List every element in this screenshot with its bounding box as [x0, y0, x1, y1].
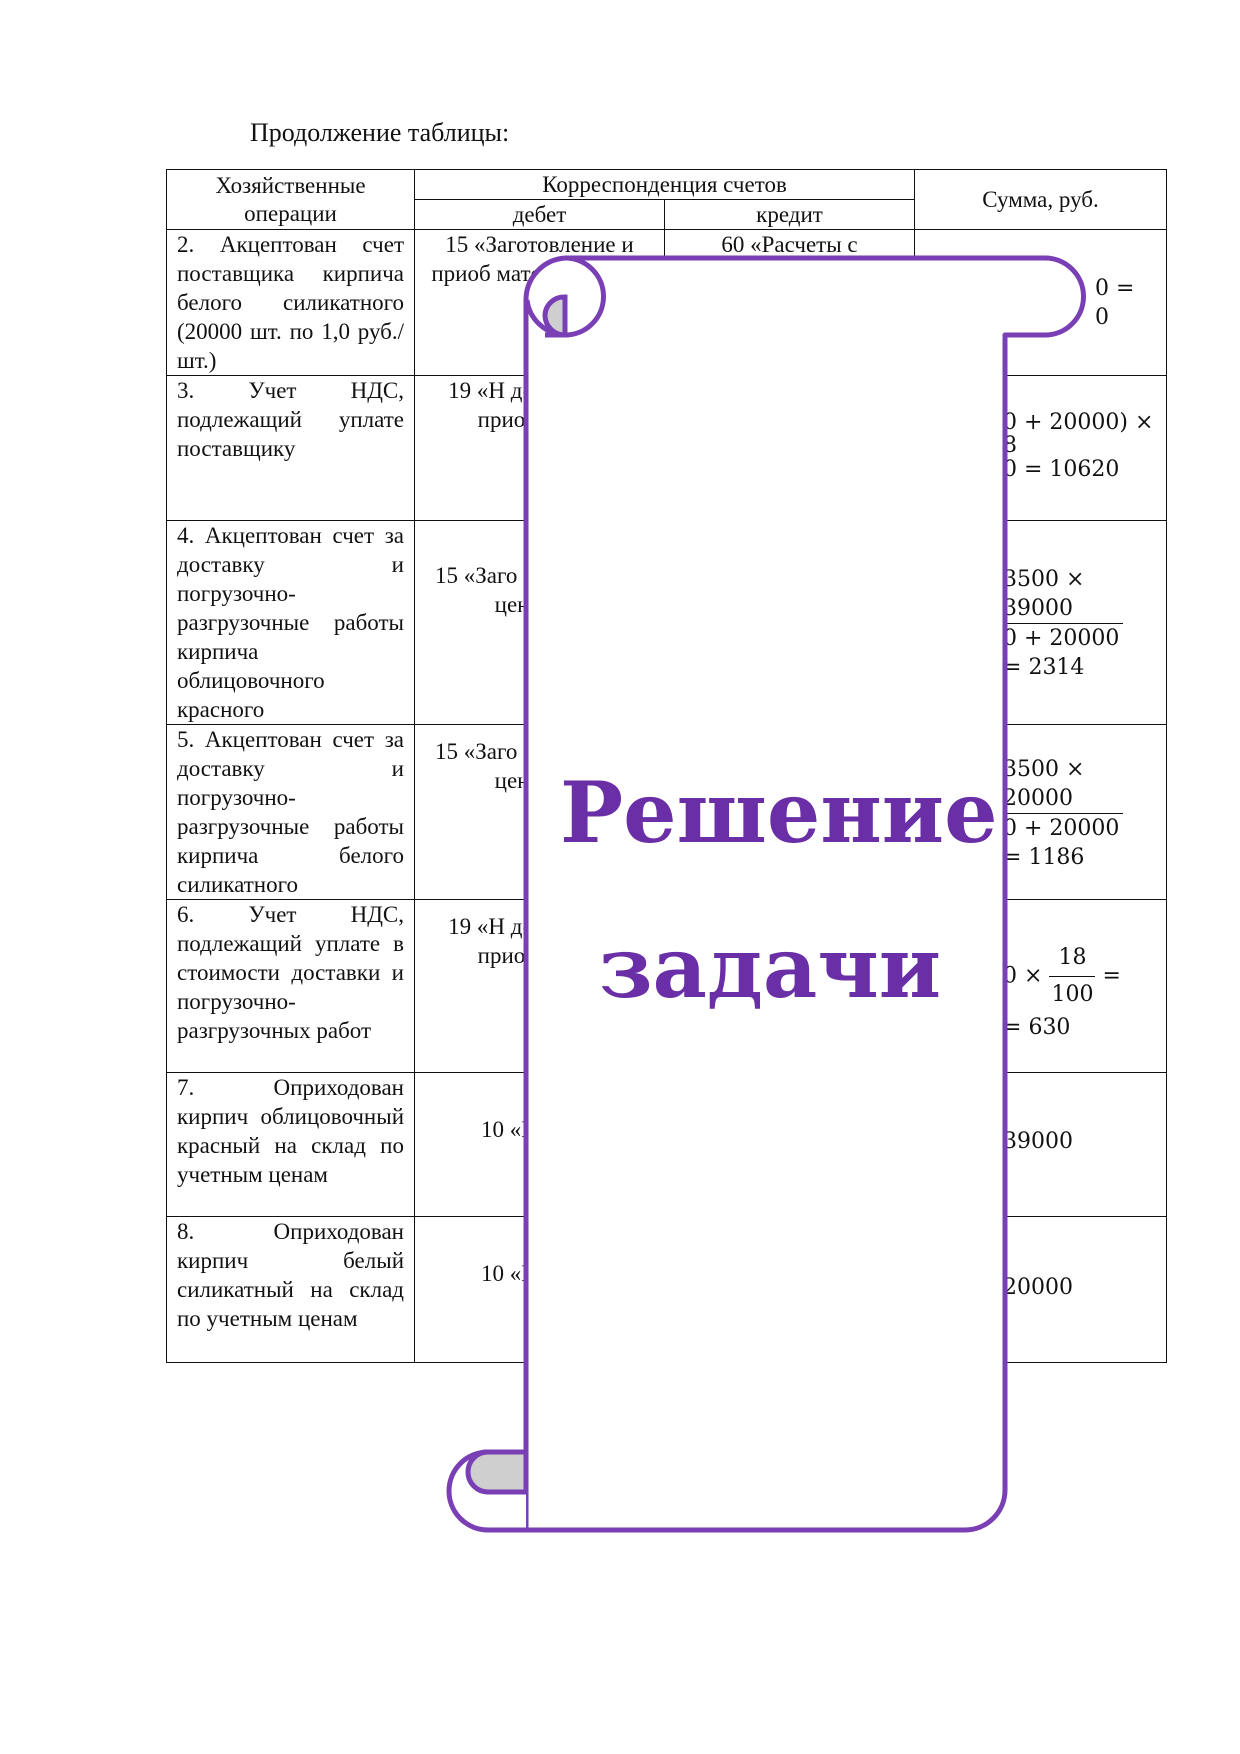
amount-line: 39000	[1003, 594, 1124, 624]
amount-line: 0 + 20000) ×	[1003, 410, 1154, 435]
header-correspondence: Корреспонденция счетов	[413, 169, 916, 200]
operation-cell: 8. Оприходован кирпич белый силикатный н…	[166, 1216, 415, 1363]
amount-cell: 3500 × 39000 0 + 20000 = 2314	[914, 520, 1168, 725]
debit-cell: 15 «Заго приоб матер ценносте	[414, 520, 665, 725]
debit-cell: 19 «Н добав стоим приобр ценн	[414, 375, 665, 521]
operation-cell: 4. Акцептован счет за доставку и погрузо…	[166, 520, 415, 725]
amount-cell: 0 = 0	[914, 229, 1168, 376]
amount-line: = 2314	[1003, 655, 1085, 680]
amount-cell: 0 + 20000) × 8 0 = 10620	[914, 375, 1168, 521]
amount-line: = 1186	[1003, 845, 1085, 870]
header-operations: Хозяйственные операции	[166, 169, 415, 230]
debit-cell: 10 «Ма (суб	[414, 1216, 665, 1363]
debit-cell: 10 «Ма (суб	[414, 1072, 665, 1217]
operation-cell: 2. Акцептован счет поставщика кирпича бе…	[166, 229, 415, 376]
amount-line: 0 + 20000	[1003, 626, 1120, 651]
operation-cell: 3. Учет НДС, подлежащий уплате поставщик…	[166, 375, 415, 521]
amount-cell: 20000	[914, 1216, 1168, 1363]
page-caption: Продолжение таблицы:	[250, 118, 510, 147]
amount-line: =	[1102, 963, 1121, 989]
amount-line: 0 = 10620	[1003, 457, 1120, 482]
credit-cell	[663, 1216, 916, 1363]
table-row: 7. Оприходован кирпич облицовочный красн…	[166, 1072, 1168, 1217]
banner-title-line2: задачи	[598, 918, 942, 1017]
operation-cell: 7. Оприходован кирпич облицовочный красн…	[166, 1072, 415, 1217]
header-debit: дебет	[414, 199, 665, 230]
amount-line: 0	[1095, 305, 1110, 330]
fraction-denominator: 100	[1051, 982, 1094, 1007]
header-amount: Сумма, руб.	[914, 169, 1168, 230]
table-row: 4. Акцептован счет за доставку и погрузо…	[166, 520, 1168, 725]
bottom-curl-icon	[446, 1449, 529, 1533]
amount-line: = 630	[1003, 1015, 1071, 1040]
amount-line: 0 + 20000	[1003, 816, 1120, 841]
amount-line: 39000	[1003, 1129, 1074, 1154]
amount-line: 20000	[1003, 784, 1124, 814]
fraction-numerator: 18	[1049, 940, 1096, 977]
credit-cell	[663, 375, 916, 521]
table-row: 8. Оприходован кирпич белый силикатный н…	[166, 1216, 1168, 1363]
banner-title-line1: Решение	[560, 763, 998, 862]
fraction: 18 100	[1049, 940, 1096, 1013]
table-row: 2. Акцептован счет поставщика кирпича бе…	[166, 229, 1168, 376]
amount-line: 3500 ×	[1003, 757, 1085, 782]
operation-cell: 5. Акцептован счет за доставку и погрузо…	[166, 724, 415, 900]
debit-cell: 15 «Заготовление и приоб матер ценносте	[414, 229, 665, 376]
amount-line: 0 ×	[1003, 963, 1043, 989]
header-credit: кредит	[663, 199, 916, 230]
amount-line: 8	[1003, 433, 1018, 458]
amount-line: 0 =	[1095, 276, 1135, 301]
operation-cell: 6. Учет НДС, подлежащий уплате в стоимос…	[166, 899, 415, 1073]
credit-cell	[663, 520, 916, 725]
credit-cell	[663, 1072, 916, 1217]
table-row: 3. Учет НДС, подлежащий уплате поставщик…	[166, 375, 1168, 521]
amount-cell: 39000	[914, 1072, 1168, 1217]
credit-cell: 60 «Расчеты с	[663, 229, 916, 376]
amount-line: 3500 ×	[1003, 567, 1085, 592]
amount-line: 20000	[1003, 1275, 1074, 1300]
